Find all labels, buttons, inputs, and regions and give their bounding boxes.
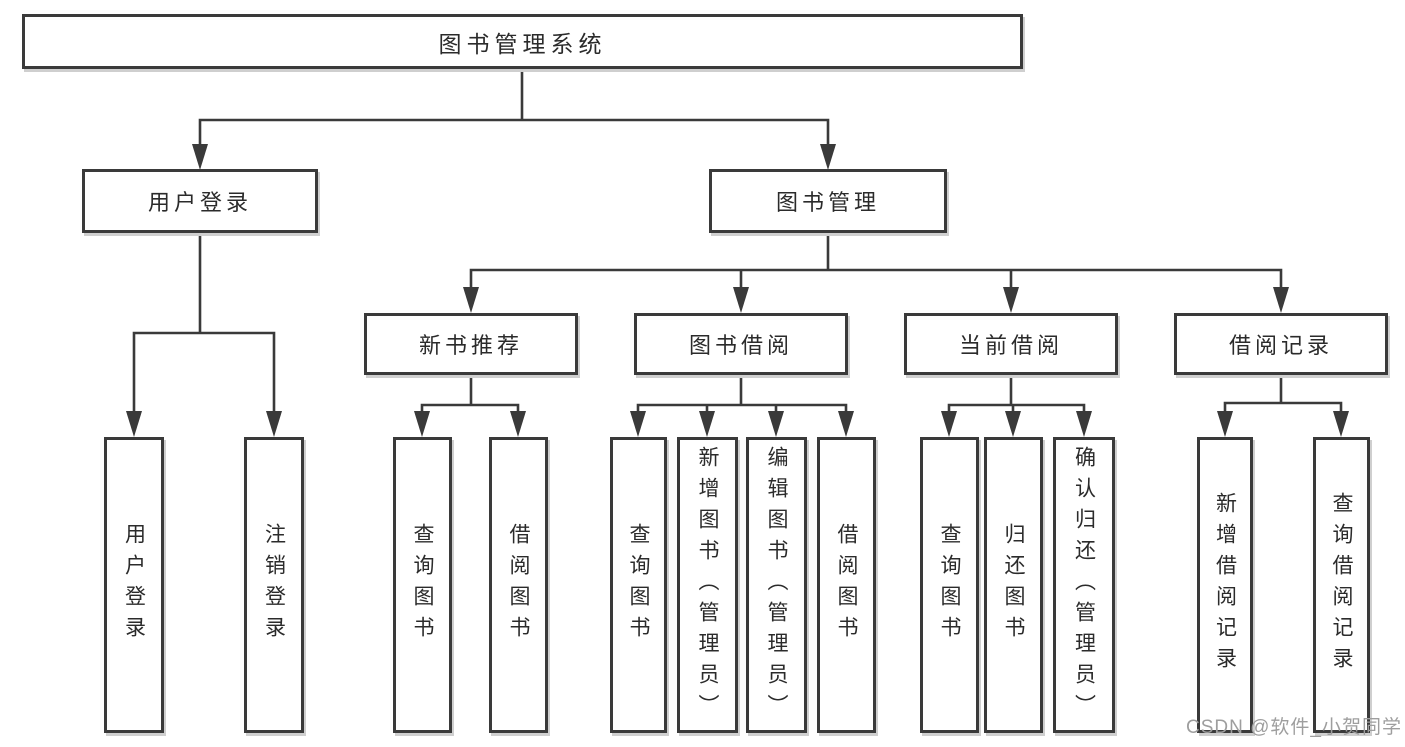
arrow-down-icon bbox=[266, 411, 282, 437]
wire-records-to-leaves bbox=[1223, 375, 1343, 416]
node-borrowing-records: 借阅记录 bbox=[1174, 313, 1388, 375]
node-book-management-label: 图书管理 bbox=[775, 190, 880, 215]
arrow-down-icon bbox=[414, 411, 430, 437]
arrow-down-icon bbox=[630, 411, 646, 437]
arrow-down-icon bbox=[126, 411, 142, 437]
node-user-login-label: 用户登录 bbox=[147, 190, 252, 215]
leaf-cb-return-books-label: 归还图书 bbox=[1002, 523, 1025, 647]
leaf-user-login-label: 用户登录 bbox=[122, 523, 146, 647]
arrow-down-icon bbox=[699, 411, 715, 437]
leaf-bb-query-books: 查询图书 bbox=[610, 437, 667, 733]
node-current-borrowing-label: 当前借阅 bbox=[958, 333, 1063, 358]
leaf-nb-query-books-label: 查询图书 bbox=[411, 523, 434, 647]
leaf-bb-edit-books-admin: 编辑图书（管理员） bbox=[746, 437, 807, 733]
leaf-user-login: 用户登录 bbox=[104, 437, 164, 733]
arrow-down-icon bbox=[192, 144, 208, 170]
leaf-logout: 注销登录 bbox=[244, 437, 304, 733]
leaf-cb-confirm-return-admin: 确认归还（管理员） bbox=[1053, 437, 1115, 733]
node-borrowing-records-label: 借阅记录 bbox=[1228, 333, 1333, 358]
arrow-down-icon bbox=[510, 411, 526, 437]
node-current-borrowing: 当前借阅 bbox=[904, 313, 1118, 375]
arrow-down-icon bbox=[838, 411, 854, 437]
node-library-system-label: 图书管理系统 bbox=[438, 30, 607, 57]
node-new-book-recommend-label: 新书推荐 bbox=[418, 333, 523, 358]
leaf-bb-edit-books-admin-label: 编辑图书（管理员） bbox=[765, 445, 788, 725]
leaf-cb-confirm-return-admin-label: 确认归还（管理员） bbox=[1072, 445, 1096, 725]
node-library-system: 图书管理系统 bbox=[22, 14, 1023, 69]
leaf-cb-query-books: 查询图书 bbox=[920, 437, 979, 733]
csdn-watermark: CSDN @软件_小贺同学 bbox=[1186, 717, 1402, 738]
leaf-rec-query-record-label: 查询借阅记录 bbox=[1330, 492, 1353, 678]
wire-bookmgmt-to-level3 bbox=[469, 233, 1283, 292]
leaf-bb-add-books-admin: 新增图书（管理员） bbox=[677, 437, 738, 733]
arrow-down-icon bbox=[1217, 411, 1233, 437]
arrow-down-icon bbox=[768, 411, 784, 437]
leaf-cb-return-books: 归还图书 bbox=[984, 437, 1043, 733]
arrowheads bbox=[126, 144, 1349, 437]
leaf-logout-label: 注销登录 bbox=[262, 523, 286, 647]
wire-bookborrow-to-leaves bbox=[636, 375, 848, 416]
arrow-down-icon bbox=[1076, 411, 1092, 437]
wire-currentborrow-to-leaves bbox=[947, 375, 1086, 416]
wire-userlogin-to-leaves bbox=[132, 233, 276, 416]
leaf-bb-add-books-admin-label: 新增图书（管理员） bbox=[696, 445, 719, 725]
leaf-cb-query-books-label: 查询图书 bbox=[938, 523, 961, 647]
arrow-down-icon bbox=[1333, 411, 1349, 437]
leaf-rec-query-record: 查询借阅记录 bbox=[1313, 437, 1370, 733]
leaf-bb-borrow-books-label: 借阅图书 bbox=[835, 523, 858, 647]
leaf-bb-query-books-label: 查询图书 bbox=[627, 523, 650, 647]
arrow-down-icon bbox=[820, 144, 836, 170]
leaf-nb-borrow-books-label: 借阅图书 bbox=[507, 523, 530, 647]
node-book-borrowing-label: 图书借阅 bbox=[688, 333, 793, 358]
arrow-down-icon bbox=[941, 411, 957, 437]
wire-root-to-level2 bbox=[198, 69, 830, 150]
wire-newbooks-to-leaves bbox=[420, 375, 520, 416]
arrow-down-icon bbox=[463, 287, 479, 313]
arrow-down-icon bbox=[733, 287, 749, 313]
leaf-nb-query-books: 查询图书 bbox=[393, 437, 452, 733]
node-book-management: 图书管理 bbox=[709, 169, 947, 233]
node-user-login: 用户登录 bbox=[82, 169, 318, 233]
leaf-nb-borrow-books: 借阅图书 bbox=[489, 437, 548, 733]
node-book-borrowing: 图书借阅 bbox=[634, 313, 848, 375]
arrow-down-icon bbox=[1005, 411, 1021, 437]
leaf-rec-add-record: 新增借阅记录 bbox=[1197, 437, 1253, 733]
arrow-down-icon bbox=[1003, 287, 1019, 313]
leaf-bb-borrow-books: 借阅图书 bbox=[817, 437, 876, 733]
leaf-rec-add-record-label: 新增借阅记录 bbox=[1213, 492, 1237, 678]
node-new-book-recommend: 新书推荐 bbox=[364, 313, 578, 375]
arrow-down-icon bbox=[1273, 287, 1289, 313]
